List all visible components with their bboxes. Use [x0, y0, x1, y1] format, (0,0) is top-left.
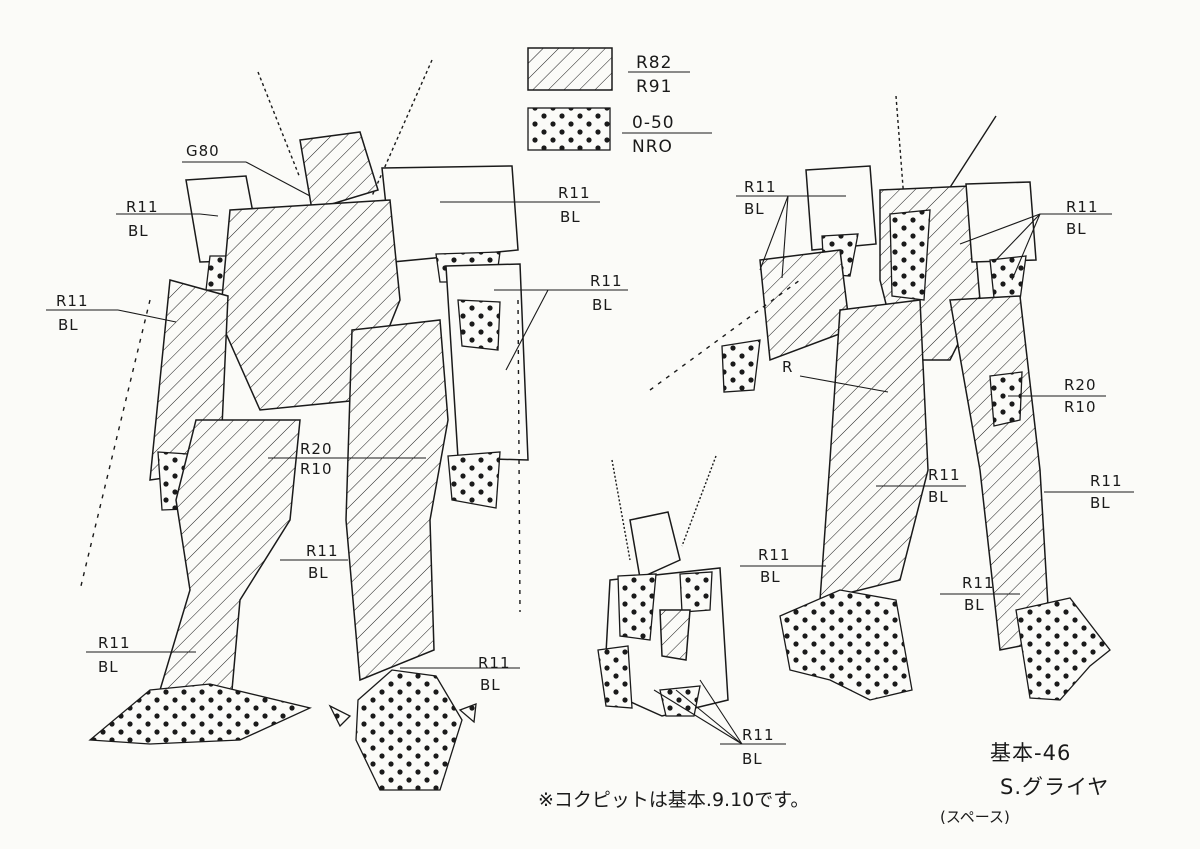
- callout-r10-front: R10: [1064, 398, 1097, 416]
- callout-r11-gun-bottom: BL: [58, 316, 79, 334]
- callout-r11-front-chest-bottom: BL: [1066, 220, 1087, 238]
- callout-r11-thigh-bottom: BL: [308, 564, 329, 582]
- center-figure-callouts: R11 BL: [653, 679, 786, 768]
- legend-dots-bottom: NRO: [632, 137, 673, 157]
- legend-hatch-bottom: R91: [636, 77, 672, 97]
- callout-r11-gun-top: R11: [56, 292, 89, 310]
- callout-r11-shin-right-top: R11: [478, 654, 511, 672]
- callout-r11-rifle-bottom: BL: [592, 296, 613, 314]
- callout-r11-front-shoulder-top: R11: [744, 178, 777, 196]
- callout-r11-thigh-top: R11: [306, 542, 339, 560]
- legend: R82 R91 0-50 NRO: [527, 47, 712, 157]
- right-figure-callouts: R11 BL R11 BL R R20 R10 R11 BL R11 BL R1…: [736, 178, 1134, 614]
- right-figure-front-view: [649, 95, 1111, 701]
- legend-dots-swatch: [527, 107, 611, 151]
- left-figure-callouts: G80 R11 BL R11 BL R11 BL R11 BL R20 R10 …: [46, 142, 628, 694]
- callout-r11-rifle-top: R11: [590, 272, 623, 290]
- cockpit-note: ※コクピットは基本.9.10です。: [538, 789, 809, 811]
- sheet-number: 基本-46: [990, 741, 1071, 765]
- callout-r11-front-hand-top: R11: [962, 574, 995, 592]
- center-figure-cockpit-detail: [597, 455, 729, 717]
- callout-r11-front-forearm-bottom: BL: [1090, 494, 1111, 512]
- callout-r11-front-knee-top: R11: [928, 466, 961, 484]
- callout-r11-front-shoulder-bottom: BL: [744, 200, 765, 218]
- left-figure-rear-view: [79, 59, 529, 791]
- variant-label: (スペース): [940, 808, 1010, 826]
- callout-r10: R10: [300, 460, 333, 478]
- callout-r11-front-shin-top: R11: [758, 546, 791, 564]
- callout-r11-shoulder-right-bottom: BL: [560, 208, 581, 226]
- legend-dots-top: 0-50: [632, 113, 675, 133]
- legend-hatch-top: R82: [636, 53, 672, 73]
- callout-r11-front-hand-bottom: BL: [964, 596, 985, 614]
- callout-r11-front-shin-bottom: BL: [760, 568, 781, 586]
- callout-r20-front: R20: [1064, 376, 1097, 394]
- callout-r-hip: R: [782, 358, 793, 376]
- callout-r11-front-chest-top: R11: [1066, 198, 1099, 216]
- callout-r11-cockpit-bottom: BL: [742, 750, 763, 768]
- footer: ※コクピットは基本.9.10です。 基本-46 S.グライヤ (スペース): [538, 741, 1109, 826]
- callout-r20: R20: [300, 440, 333, 458]
- callout-r11-cockpit-top: R11: [742, 726, 775, 744]
- unit-name: S.グライヤ: [1000, 775, 1109, 799]
- callout-r11-shoulder-left-bottom: BL: [128, 222, 149, 240]
- callout-r11-shoulder-right-top: R11: [558, 184, 591, 202]
- callout-r11-front-forearm-top: R11: [1090, 472, 1123, 490]
- callout-r11-front-knee-bottom: BL: [928, 488, 949, 506]
- callout-r11-shin-left-top: R11: [98, 634, 131, 652]
- legend-hatch-swatch: [527, 47, 613, 91]
- callout-r11-shoulder-left-top: R11: [126, 198, 159, 216]
- callout-r11-shin-left-bottom: BL: [98, 658, 119, 676]
- callout-r11-shin-right-bottom: BL: [480, 676, 501, 694]
- callout-g80: G80: [186, 142, 220, 160]
